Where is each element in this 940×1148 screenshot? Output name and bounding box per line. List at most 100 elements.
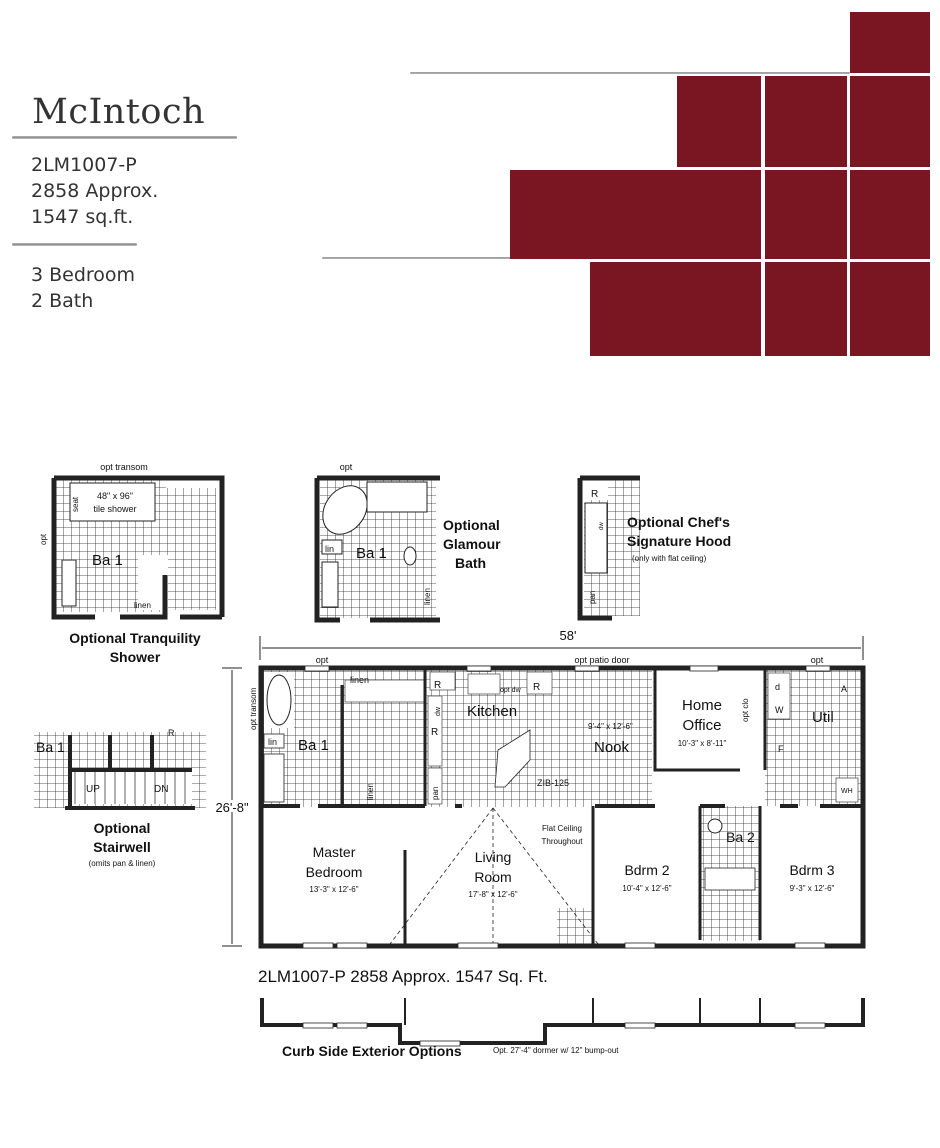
label-opt-window: opt xyxy=(811,655,824,665)
curb-side-exterior: Curb Side Exterior Options Opt. 27'-4" d… xyxy=(260,998,865,1059)
label-range: R xyxy=(533,682,540,693)
red-block xyxy=(677,76,761,167)
label-pan: pan xyxy=(588,591,597,604)
room-counts: 3 Bedroom 2 Bath xyxy=(31,262,135,314)
label-furnace: F xyxy=(778,744,784,754)
label-ba1: Ba 1 xyxy=(36,739,65,755)
room-living-1: Living xyxy=(475,849,512,865)
caption-tranquility-2: Shower xyxy=(110,649,161,665)
width-dimension: 58' xyxy=(560,628,577,643)
red-block xyxy=(510,170,761,259)
label-flat-ceiling-2: Throughout xyxy=(542,837,584,846)
model-number: 2LM1007-P xyxy=(31,154,137,176)
nook-dimensions: 9'-4" x 12'-6" xyxy=(588,722,633,731)
depth-dimension: 26'-8" xyxy=(215,800,249,815)
room-ba1: Ba 1 xyxy=(298,737,329,754)
bdrm3-dimensions: 9'-3" x 12'-6" xyxy=(790,884,835,893)
label-linen: linen xyxy=(423,588,432,605)
bdrm2-dimensions: 10'-4" x 12'-6" xyxy=(622,884,671,893)
red-block xyxy=(850,76,930,167)
label-dw: dw xyxy=(435,706,442,716)
label-opt-patio-door: opt patio door xyxy=(574,655,629,665)
bedroom-count: 3 Bedroom xyxy=(31,264,136,286)
red-block xyxy=(590,262,761,356)
red-block xyxy=(765,170,847,259)
label-opt-window: opt xyxy=(316,655,329,665)
room-master-2: Bedroom xyxy=(306,864,363,880)
red-block xyxy=(765,262,847,356)
label-dryer: d xyxy=(775,682,780,692)
living-dimensions: 17'-8" x 12'-6" xyxy=(468,890,517,899)
label-r: R xyxy=(591,489,598,500)
room-home-office-2: Office xyxy=(683,717,722,734)
room-bdrm3: Bdrm 3 xyxy=(789,862,834,878)
label-linen: linen xyxy=(350,675,369,685)
model-specs: 2LM1007-P 2858 Approx. 1547 sq.ft. xyxy=(31,152,158,230)
label-tile-shower: tile shower xyxy=(93,504,136,514)
approx-number: 2858 Approx. xyxy=(31,180,159,202)
label-shower-size: 48" x 96" xyxy=(97,491,133,501)
tranquility-shower-option: opt transom opt seat 48" x 96" tile show… xyxy=(39,462,225,665)
chef-hood-option: R dw pan Optional Chef's Signature Hood … xyxy=(577,475,731,621)
caption-stairwell-3: (omits pan & linen) xyxy=(89,859,156,868)
specs-divider xyxy=(12,243,137,246)
caption-stairwell-2: Stairwell xyxy=(93,839,151,855)
caption-tranquility-1: Optional Tranquility xyxy=(69,630,201,646)
red-block xyxy=(850,12,930,73)
bath-count: 2 Bath xyxy=(31,290,94,312)
office-dimensions: 10'-3" x 8'-11" xyxy=(678,739,727,748)
room-home-office-1: Home xyxy=(682,697,722,714)
room-util: Util xyxy=(812,709,834,726)
label-opt-closet: opt clo xyxy=(741,698,750,722)
room-ba2: Ba 2 xyxy=(726,829,755,845)
label-pantry: pan xyxy=(431,787,440,800)
caption-stairwell-1: Optional xyxy=(94,820,151,836)
exterior-note: Opt. 27'-4" dormer w/ 12" bump-out xyxy=(493,1046,619,1055)
label-r: R xyxy=(168,728,175,738)
red-block xyxy=(765,76,847,167)
stairwell-option: Ba 1 UP DN R Optional Stairwell (omits p… xyxy=(34,728,206,868)
red-block xyxy=(850,170,930,259)
plan-caption: 2LM1007-P 2858 Approx. 1547 Sq. Ft. xyxy=(258,967,548,986)
label-zib: ZIB-125 xyxy=(537,778,569,788)
decor-line xyxy=(410,72,850,74)
label-ba1: Ba 1 xyxy=(356,545,387,562)
exterior-caption: Curb Side Exterior Options xyxy=(282,1043,462,1059)
label-opt-transom: opt transom xyxy=(100,462,148,472)
room-kitchen: Kitchen xyxy=(467,703,517,720)
label-water-heater: WH xyxy=(841,788,853,795)
title-divider xyxy=(12,136,237,139)
label-dn: DN xyxy=(154,784,168,795)
label-opt-transom: opt transom xyxy=(249,687,258,730)
label-seat: seat xyxy=(71,496,80,512)
model-title: McIntoch xyxy=(32,92,206,132)
label-up: UP xyxy=(86,784,100,795)
caption-chef-1: Optional Chef's xyxy=(627,514,730,530)
label-lin: lin xyxy=(325,544,334,554)
caption-chef-2: Signature Hood xyxy=(627,533,731,549)
caption-glamour-2: Glamour xyxy=(443,536,501,552)
label-opt: opt xyxy=(340,462,353,472)
square-feet: 1547 sq.ft. xyxy=(31,206,134,228)
glamour-bath-option: opt lin Ba 1 linen Optional Glamour Bath xyxy=(314,462,501,623)
caption-chef-3: (only with flat ceiling) xyxy=(632,554,707,563)
label-ba1: Ba 1 xyxy=(92,552,123,569)
master-dimensions: 13'-3" x 12'-6" xyxy=(309,885,358,894)
label-dw: dw xyxy=(599,522,605,530)
label-refrigerator: R xyxy=(434,680,441,691)
label-lin: lin xyxy=(268,737,277,747)
decor-line xyxy=(322,257,512,259)
label-linen: linen xyxy=(134,601,151,610)
label-linen: linen xyxy=(366,783,375,800)
label-a: A xyxy=(841,684,847,694)
caption-glamour-1: Optional xyxy=(443,517,500,533)
label-opt: opt xyxy=(39,533,48,545)
main-floor-plan: 58' 26'-8" xyxy=(212,628,866,986)
caption-glamour-3: Bath xyxy=(455,555,486,571)
label-flat-ceiling-1: Flat Ceiling xyxy=(542,824,582,833)
label-washer: W xyxy=(775,705,784,715)
room-master-1: Master xyxy=(313,844,356,860)
room-bdrm2: Bdrm 2 xyxy=(624,862,669,878)
room-nook: Nook xyxy=(594,739,630,756)
